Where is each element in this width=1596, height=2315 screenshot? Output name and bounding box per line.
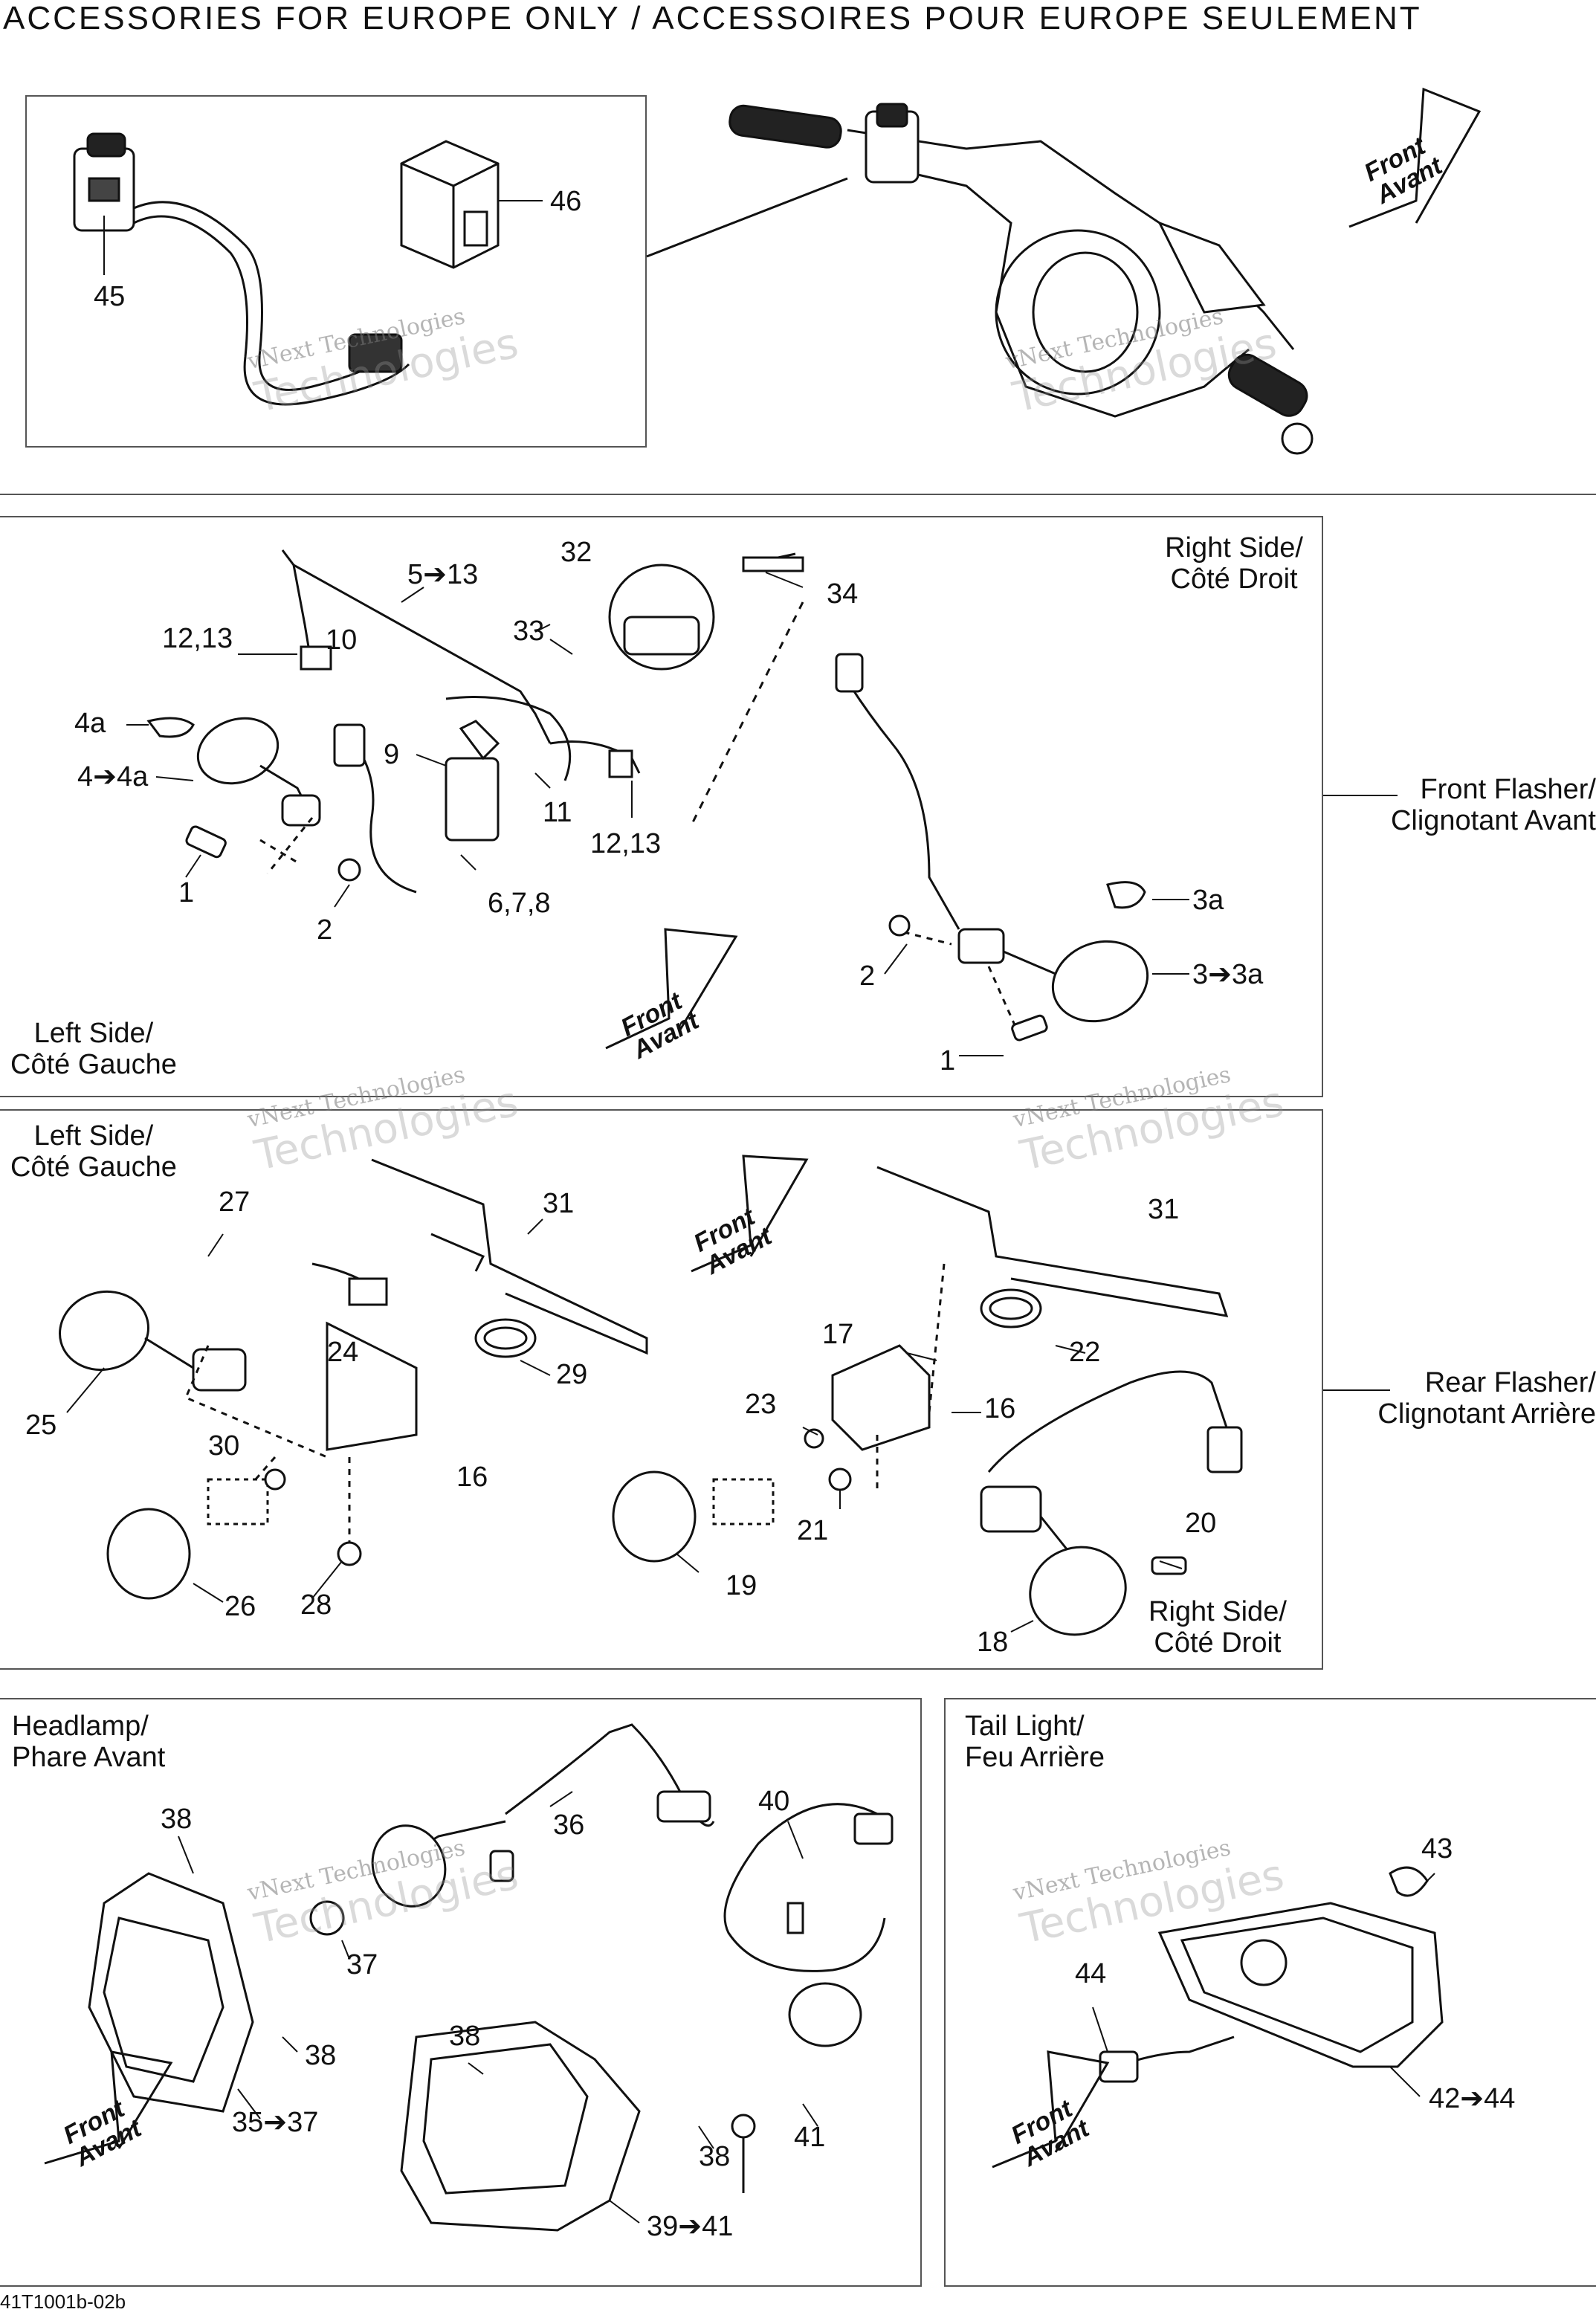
callout: 43 (1421, 1833, 1453, 1864)
relay-drawing (400, 140, 500, 269)
left-side-label: Left Side/ Côté Gauche (10, 1018, 177, 1080)
callout: 24 (327, 1337, 359, 1368)
callout: 4➔4a (77, 761, 149, 792)
callout: 12,13 (590, 828, 662, 859)
separator-top (0, 494, 1596, 495)
handlebar-drawing (728, 103, 1314, 455)
right-side-label: Right Side/ Côté Droit (1165, 532, 1303, 595)
callout: 27 (219, 1186, 251, 1218)
callout: 12,13 (162, 623, 233, 654)
tail-light-drawing (1099, 1866, 1444, 2083)
headlamp-label: Headlamp/ Phare Avant (12, 1711, 166, 1773)
callout: 16 (984, 1393, 1016, 1424)
left-front-flasher-drawing (146, 717, 361, 882)
callout: 18 (977, 1627, 1009, 1658)
callout: 19 (726, 1570, 757, 1601)
callout: 42➔44 (1429, 2083, 1516, 2114)
callout: 23 (745, 1389, 777, 1420)
left-rear-flasher-drawing (59, 1158, 648, 1600)
callout: 37 (346, 1949, 378, 1980)
callout: 38 (161, 1804, 193, 1835)
callout: 35➔37 (232, 2107, 319, 2138)
left-side-label: Left Side/ Côté Gauche (10, 1120, 177, 1183)
callout: 38 (699, 2141, 731, 2172)
callout: 2 (317, 914, 333, 946)
callout: 22 (1069, 1337, 1101, 1368)
right-side-label: Right Side/ Côté Droit (1148, 1596, 1287, 1659)
callout: 33 (513, 616, 545, 647)
callout: 6,7,8 (488, 888, 551, 919)
callout: 9 (384, 739, 400, 770)
callout: 20 (1185, 1508, 1217, 1539)
callout: 1 (940, 1045, 956, 1076)
callout: 17 (822, 1319, 854, 1350)
switch-harness-drawing (73, 132, 410, 406)
callout: 31 (543, 1188, 575, 1219)
headlamp-drawing (88, 1723, 894, 2232)
callout: 46 (550, 186, 582, 217)
right-rear-flasher-drawing (612, 1166, 1243, 1636)
callout: 4a (74, 708, 106, 739)
callout: 34 (827, 578, 859, 610)
page-title: ACCESSORIES FOR EUROPE ONLY / ACCESSOIRE… (3, 0, 1422, 36)
callout: 36 (553, 1809, 585, 1841)
callout: 38 (305, 2040, 337, 2071)
tail-light-label: Tail Light/ Feu Arrière (965, 1711, 1105, 1773)
callout: 28 (300, 1589, 332, 1621)
callout: 32 (560, 537, 592, 568)
figure-id: 41T1001b-02b (0, 2290, 126, 2313)
right-front-flasher-drawing (608, 552, 1149, 1042)
callout: 3a (1192, 885, 1224, 916)
callout: 16 (456, 1462, 488, 1493)
callout: 40 (758, 1786, 790, 1817)
callout: 31 (1148, 1194, 1180, 1225)
callout: 21 (797, 1515, 829, 1546)
front-harness-drawing (281, 549, 641, 894)
callout: 3➔3a (1192, 959, 1264, 990)
callout: 5➔13 (407, 559, 479, 590)
callout: 30 (208, 1430, 240, 1462)
callout: 45 (94, 281, 126, 312)
callout: 2 (859, 960, 876, 992)
callout: 11 (543, 797, 572, 828)
callout: 39➔41 (647, 2211, 734, 2242)
callout: 29 (556, 1359, 588, 1390)
callout: 1 (178, 877, 195, 908)
callout: 41 (794, 2122, 826, 2153)
callout: 26 (224, 1591, 256, 1622)
callout: 38 (449, 2021, 481, 2052)
front-flasher-label: Front Flasher/ Clignotant Avant (1390, 774, 1596, 836)
rear-flasher-label: Rear Flasher/ Clignotant Arrière (1377, 1367, 1596, 1430)
callout: 25 (25, 1410, 57, 1441)
callout: 10 (326, 624, 358, 656)
callout: 44 (1075, 1958, 1107, 1989)
